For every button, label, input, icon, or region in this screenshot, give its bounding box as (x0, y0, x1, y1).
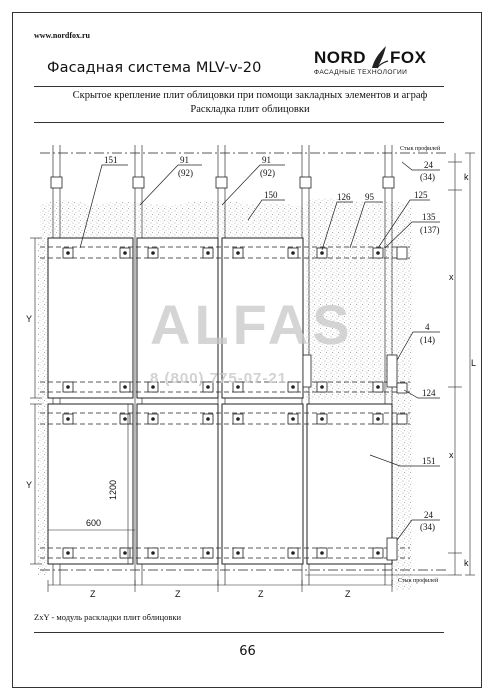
dim-z-4: Z (345, 589, 351, 599)
right-side-brackets (302, 246, 408, 561)
header-rule (34, 86, 444, 87)
callout-labels: 151 91 (92) 91 (92) 150 126 95 125 135 (… (104, 145, 441, 584)
callout-151-right: 151 (422, 456, 436, 466)
dim-z-3: Z (258, 589, 264, 599)
insulation-regions (38, 198, 412, 590)
callout-91-a: 91 (180, 155, 189, 165)
watermark-text: ALFAS (150, 293, 354, 356)
callout-125: 125 (414, 190, 428, 200)
dim-600: 600 (86, 518, 101, 528)
subtitle-rule (34, 122, 444, 123)
callout-34-bottom: (34) (420, 522, 435, 532)
logo-word-fox: FOX (390, 48, 427, 67)
callout-24-top: 24 (424, 160, 434, 170)
dim-z-1: Z (90, 589, 96, 599)
dim-k-top: k (464, 172, 469, 182)
callout-4: 4 (425, 322, 430, 332)
callout-126: 126 (337, 192, 351, 202)
fox-icon (372, 46, 389, 69)
footer-rule (34, 632, 444, 633)
horizontal-rails (40, 246, 410, 559)
page-title: Фасадная система MLV-v-20 (47, 60, 262, 76)
callout-92-a: (92) (178, 168, 193, 178)
dim-x-top: x (449, 272, 454, 282)
callout-34-top: (34) (420, 172, 435, 182)
drawing-sheet-frame (12, 12, 482, 688)
callout-137: (137) (420, 225, 440, 235)
callout-92-b: (92) (260, 168, 275, 178)
logo-tagline: ФАСАДНЫЕ ТЕХНОЛОГИИ (314, 69, 408, 76)
module-note: ZxY - модуль раскладки плит облицовки (34, 612, 182, 622)
callout-95: 95 (365, 192, 375, 202)
site-url: www.nordfox.ru (34, 31, 91, 40)
callout-24-bottom: 24 (424, 510, 434, 520)
callout-91-b: 91 (262, 155, 271, 165)
dim-y-bottom: Y (26, 480, 32, 490)
dim-1200: 1200 (108, 480, 118, 500)
anchor-centers (66, 251, 380, 555)
joint-label-top: Стык профилей (400, 145, 441, 152)
joint-label-bottom: Стык профилей (398, 577, 439, 584)
logo-word-nord: NORD (314, 48, 367, 67)
callout-leaders (79, 161, 440, 541)
callout-135: 135 (422, 212, 436, 222)
dim-y-top: Y (26, 314, 32, 324)
dim-x-bottom: x (449, 450, 454, 460)
dim-z-2: Z (175, 589, 181, 599)
callout-151-top: 151 (104, 155, 118, 165)
dim-k-bottom: k (464, 558, 469, 568)
cladding-panels (47, 237, 393, 565)
subtitle-line-2: Раскладка плит облицовки (190, 104, 310, 115)
dimension-lines (30, 152, 475, 592)
dimension-labels: k x L x k Y Y 1200 600 Z Z Z Z (26, 172, 476, 599)
callout-124: 124 (422, 388, 436, 398)
subtitle-line-1: Скрытое крепление плит облицовки при пом… (72, 90, 428, 101)
nordfox-logo: NORD FOX ФАСАДНЫЕ ТЕХНОЛОГИИ (312, 44, 442, 84)
dim-l: L (471, 358, 476, 368)
callout-14: (14) (420, 335, 435, 345)
watermark-phone: 8 (800) 775-07-21 (150, 370, 288, 387)
callout-150: 150 (264, 190, 278, 200)
page-number: 66 (239, 644, 256, 659)
logo-wordmark: NORD FOX (314, 48, 426, 68)
top-brackets (50, 176, 395, 189)
